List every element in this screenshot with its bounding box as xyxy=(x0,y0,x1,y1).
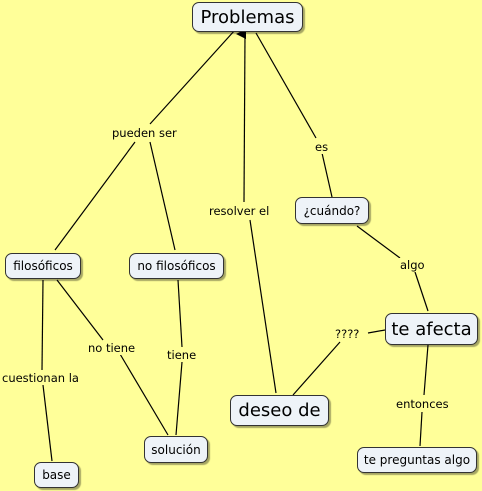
connector-entonces-te-preguntas xyxy=(419,411,423,447)
connector-resolver-problemas-arrow xyxy=(236,29,247,203)
connector-problemas-pueden-ser xyxy=(149,29,236,125)
node-cuando[interactable]: ¿cuándo? xyxy=(295,197,369,224)
connector-filosoficos-no-tiene xyxy=(56,279,104,341)
connector-algo-te-afecta xyxy=(414,271,429,312)
link-label-tiene: tiene xyxy=(165,348,199,362)
connector-no-tiene-solucion xyxy=(119,353,169,436)
node-base[interactable]: base xyxy=(34,462,79,488)
connector-te-afecta-entonces xyxy=(423,344,429,396)
connector-deseo-resolver xyxy=(249,219,277,394)
connector-pueden-ser-filosoficos xyxy=(54,141,136,251)
link-label-question-marks: ???? xyxy=(333,327,362,341)
connector-tiene-solucion xyxy=(175,361,183,436)
node-filosoficos[interactable]: filosóficos xyxy=(5,253,81,279)
link-label-es: es xyxy=(313,140,331,154)
connector-filosoficos-cuestionan xyxy=(41,279,44,371)
link-label-pueden-ser: pueden ser xyxy=(110,126,179,140)
connector-cuestionan-base xyxy=(42,384,53,462)
link-label-no-tiene: no tiene xyxy=(86,341,138,355)
node-no-filosoficos[interactable]: no filosóficos xyxy=(129,253,224,279)
node-te-afecta[interactable]: te afecta xyxy=(385,313,478,345)
connector-problemas-es xyxy=(255,32,317,139)
connector-te-afecta-question-marks xyxy=(367,329,386,334)
connector-es-cuando xyxy=(321,152,333,198)
link-label-entonces: entonces xyxy=(394,397,451,411)
connector-question-marks-deseo xyxy=(292,341,341,396)
node-te-preguntas-algo[interactable]: te preguntas algo xyxy=(357,447,477,473)
node-problemas[interactable]: Problemas xyxy=(192,2,303,32)
connector-pueden-ser-no-filosoficos xyxy=(149,141,176,251)
link-label-resolver-el: resolver el xyxy=(207,204,272,218)
node-solucion[interactable]: solución xyxy=(144,436,208,463)
link-label-cuestionan-la: cuestionan la xyxy=(0,371,81,385)
connector-cuando-algo xyxy=(356,225,401,259)
link-label-algo: algo xyxy=(398,258,427,272)
node-deseo-de[interactable]: deseo de xyxy=(230,395,329,426)
connector-no-filosoficos-tiene xyxy=(177,279,183,348)
